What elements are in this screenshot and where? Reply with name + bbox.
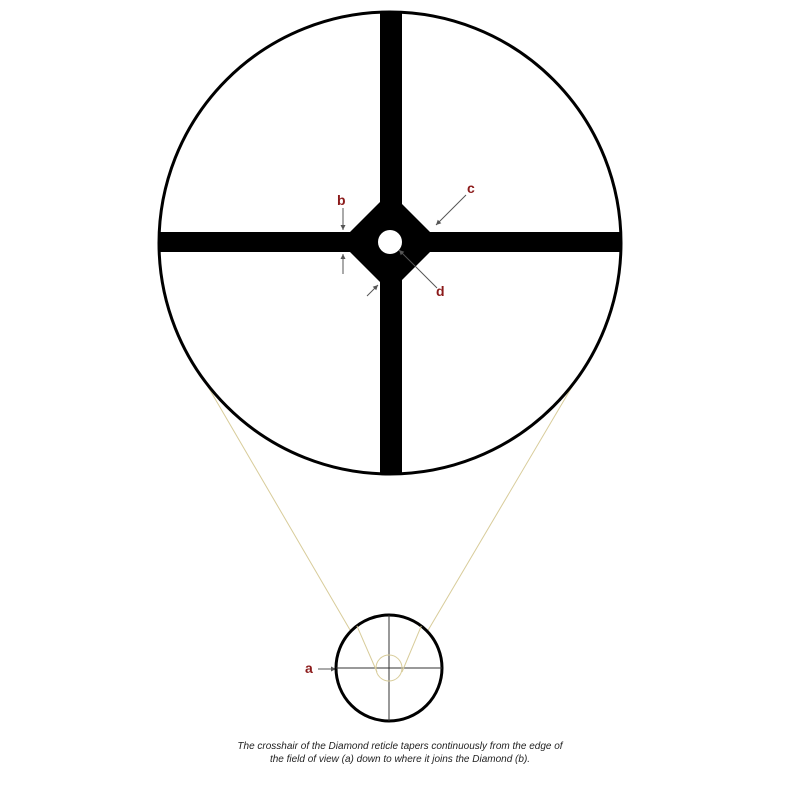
callout-arrows xyxy=(318,194,467,672)
projection-line-right xyxy=(403,379,577,672)
arrow-d xyxy=(398,249,438,289)
label-b: b xyxy=(337,192,346,208)
actual-size-reticle xyxy=(334,613,444,723)
projection-line-left xyxy=(206,384,375,672)
label-d: d xyxy=(436,283,445,299)
label-a: a xyxy=(305,660,313,676)
magnified-reticle xyxy=(157,10,623,476)
label-c: c xyxy=(467,180,475,196)
small-center-circle xyxy=(375,654,403,682)
arrow-c xyxy=(435,194,467,226)
arrow-diamond-edge xyxy=(366,284,379,297)
center-dot-aperture xyxy=(378,230,402,254)
caption: The crosshair of the Diamond reticle tap… xyxy=(237,741,563,765)
